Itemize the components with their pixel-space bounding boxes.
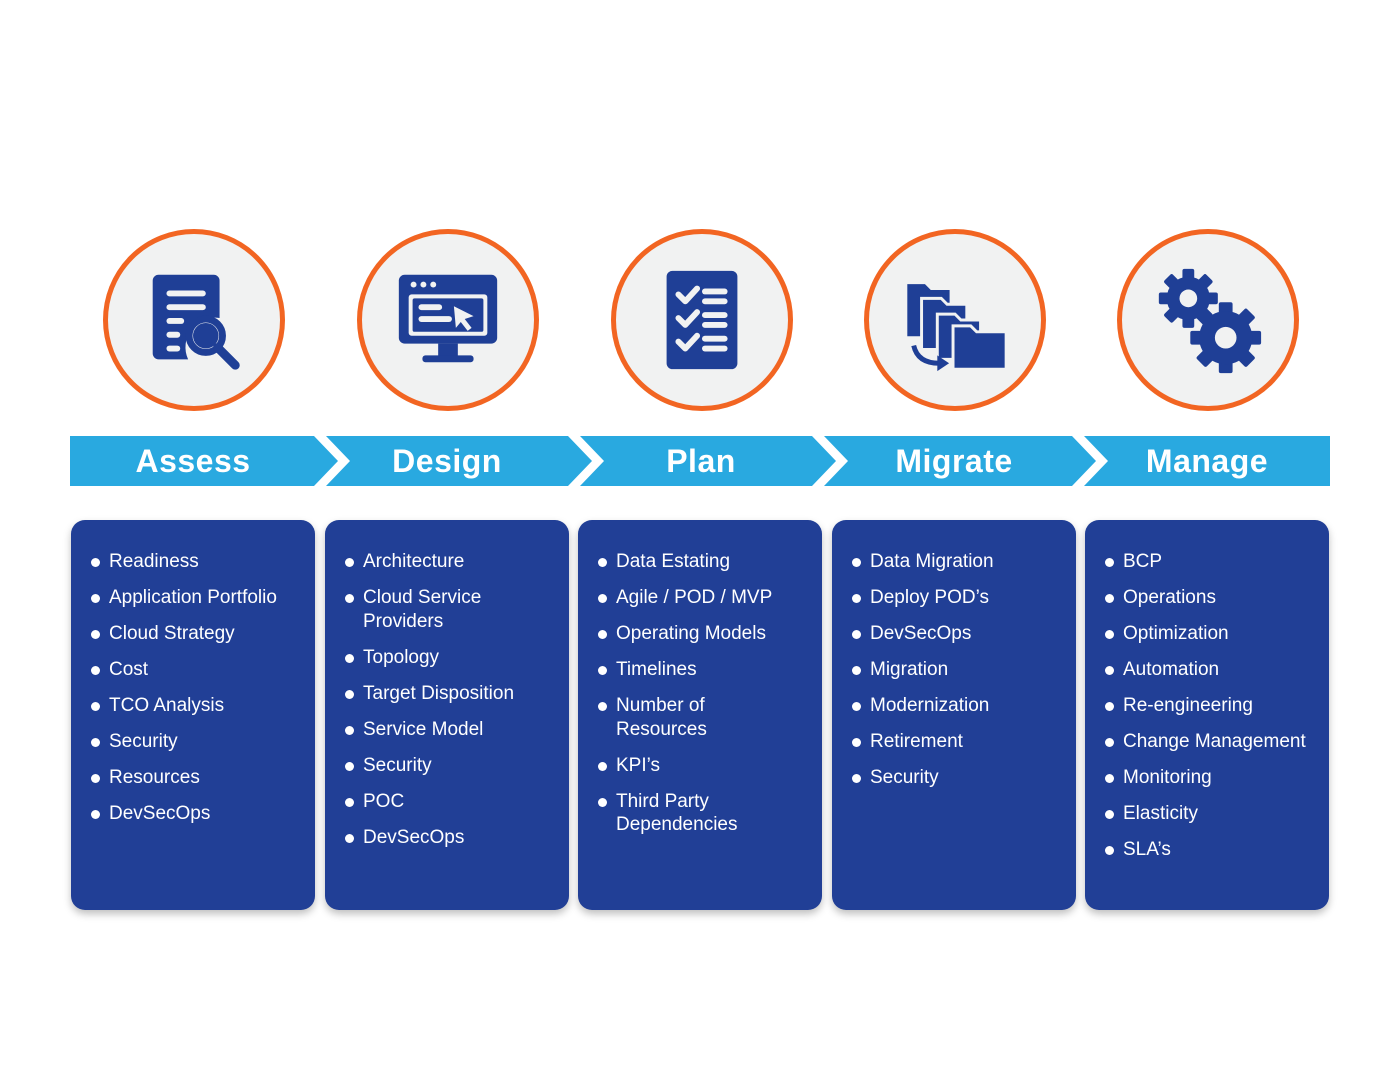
- list-item: Migration: [852, 658, 1068, 682]
- list-item: Data Estating: [598, 550, 814, 574]
- list-item: SLA’s: [1105, 838, 1321, 862]
- migrate-icon-circle: [864, 229, 1046, 411]
- list-item: Operations: [1105, 586, 1321, 610]
- list-item: Deploy POD’s: [852, 586, 1068, 610]
- chevron-migrate: [824, 436, 1096, 486]
- chevron-assess: [70, 436, 338, 486]
- list-item: Operating Models: [598, 622, 814, 646]
- list-item: Readiness: [91, 550, 307, 574]
- list-item: POC: [345, 790, 561, 814]
- list-item: Topology: [345, 646, 561, 670]
- phase-label-design: Design: [392, 443, 502, 479]
- migrate-list: Data Migration Deploy POD’s DevSecOps Mi…: [852, 550, 1068, 790]
- list-item: Third Party Dependencies: [598, 790, 814, 837]
- list-item: Change Management: [1105, 730, 1321, 754]
- list-item: Application Portfolio: [91, 586, 307, 610]
- list-item: Security: [345, 754, 561, 778]
- list-item: Cost: [91, 658, 307, 682]
- card-assess: Readiness Application Portfolio Cloud St…: [71, 520, 315, 910]
- list-item: Security: [852, 766, 1068, 790]
- list-item: Timelines: [598, 658, 814, 682]
- monitor-design-icon: [398, 274, 498, 363]
- phase-label-plan: Plan: [666, 443, 736, 479]
- list-item: Agile / POD / MVP: [598, 586, 814, 610]
- list-item: TCO Analysis: [91, 694, 307, 718]
- list-item: Automation: [1105, 658, 1321, 682]
- manage-list: BCP Operations Optimization Automation R…: [1105, 550, 1321, 862]
- card-plan: Data Estating Agile / POD / MVP Operatin…: [578, 520, 822, 910]
- list-item: Data Migration: [852, 550, 1068, 574]
- plan-icon-circle: [611, 229, 793, 411]
- list-item: Cloud Service Providers: [345, 586, 561, 633]
- chevron-manage: [1084, 436, 1330, 486]
- list-item: Retirement: [852, 730, 1068, 754]
- list-item: DevSecOps: [345, 826, 561, 850]
- list-item: Modernization: [852, 694, 1068, 718]
- assess-icon-circle: [103, 229, 285, 411]
- phase-label-assess: Assess: [135, 443, 251, 479]
- design-list: Architecture Cloud Service Providers Top…: [345, 550, 561, 849]
- list-item: KPI’s: [598, 754, 814, 778]
- gears-icon: [1158, 268, 1262, 374]
- manage-icon-circle: [1117, 229, 1299, 411]
- chevron-design: [326, 436, 592, 486]
- document-search-icon: [152, 274, 240, 370]
- list-item: Number of Resources: [598, 694, 814, 741]
- plan-list: Data Estating Agile / POD / MVP Operatin…: [598, 550, 814, 837]
- card-design: Architecture Cloud Service Providers Top…: [325, 520, 569, 910]
- card-manage: BCP Operations Optimization Automation R…: [1085, 520, 1329, 910]
- phase-label-migrate: Migrate: [895, 443, 1013, 479]
- list-item: Cloud Strategy: [91, 622, 307, 646]
- list-item: Optimization: [1105, 622, 1321, 646]
- card-migrate: Data Migration Deploy POD’s DevSecOps Mi…: [832, 520, 1076, 910]
- phase-label-manage: Manage: [1145, 443, 1269, 479]
- list-item: Target Disposition: [345, 682, 561, 706]
- assess-list: Readiness Application Portfolio Cloud St…: [91, 550, 307, 826]
- list-item: DevSecOps: [91, 802, 307, 826]
- list-item: Architecture: [345, 550, 561, 574]
- folders-migrate-icon: [904, 281, 1008, 372]
- chevron-plan: [580, 436, 836, 486]
- list-item: Elasticity: [1105, 802, 1321, 826]
- list-item: Security: [91, 730, 307, 754]
- list-item: DevSecOps: [852, 622, 1068, 646]
- list-item: Resources: [91, 766, 307, 790]
- list-item: BCP: [1105, 550, 1321, 574]
- list-item: Monitoring: [1105, 766, 1321, 790]
- list-item: Re-engineering: [1105, 694, 1321, 718]
- phase-banner: Assess Design Plan Migrate Manage: [70, 436, 1330, 486]
- design-icon-circle: [357, 229, 539, 411]
- list-item: Service Model: [345, 718, 561, 742]
- checklist-icon: [666, 270, 738, 370]
- banner-chevrons: [70, 436, 1330, 486]
